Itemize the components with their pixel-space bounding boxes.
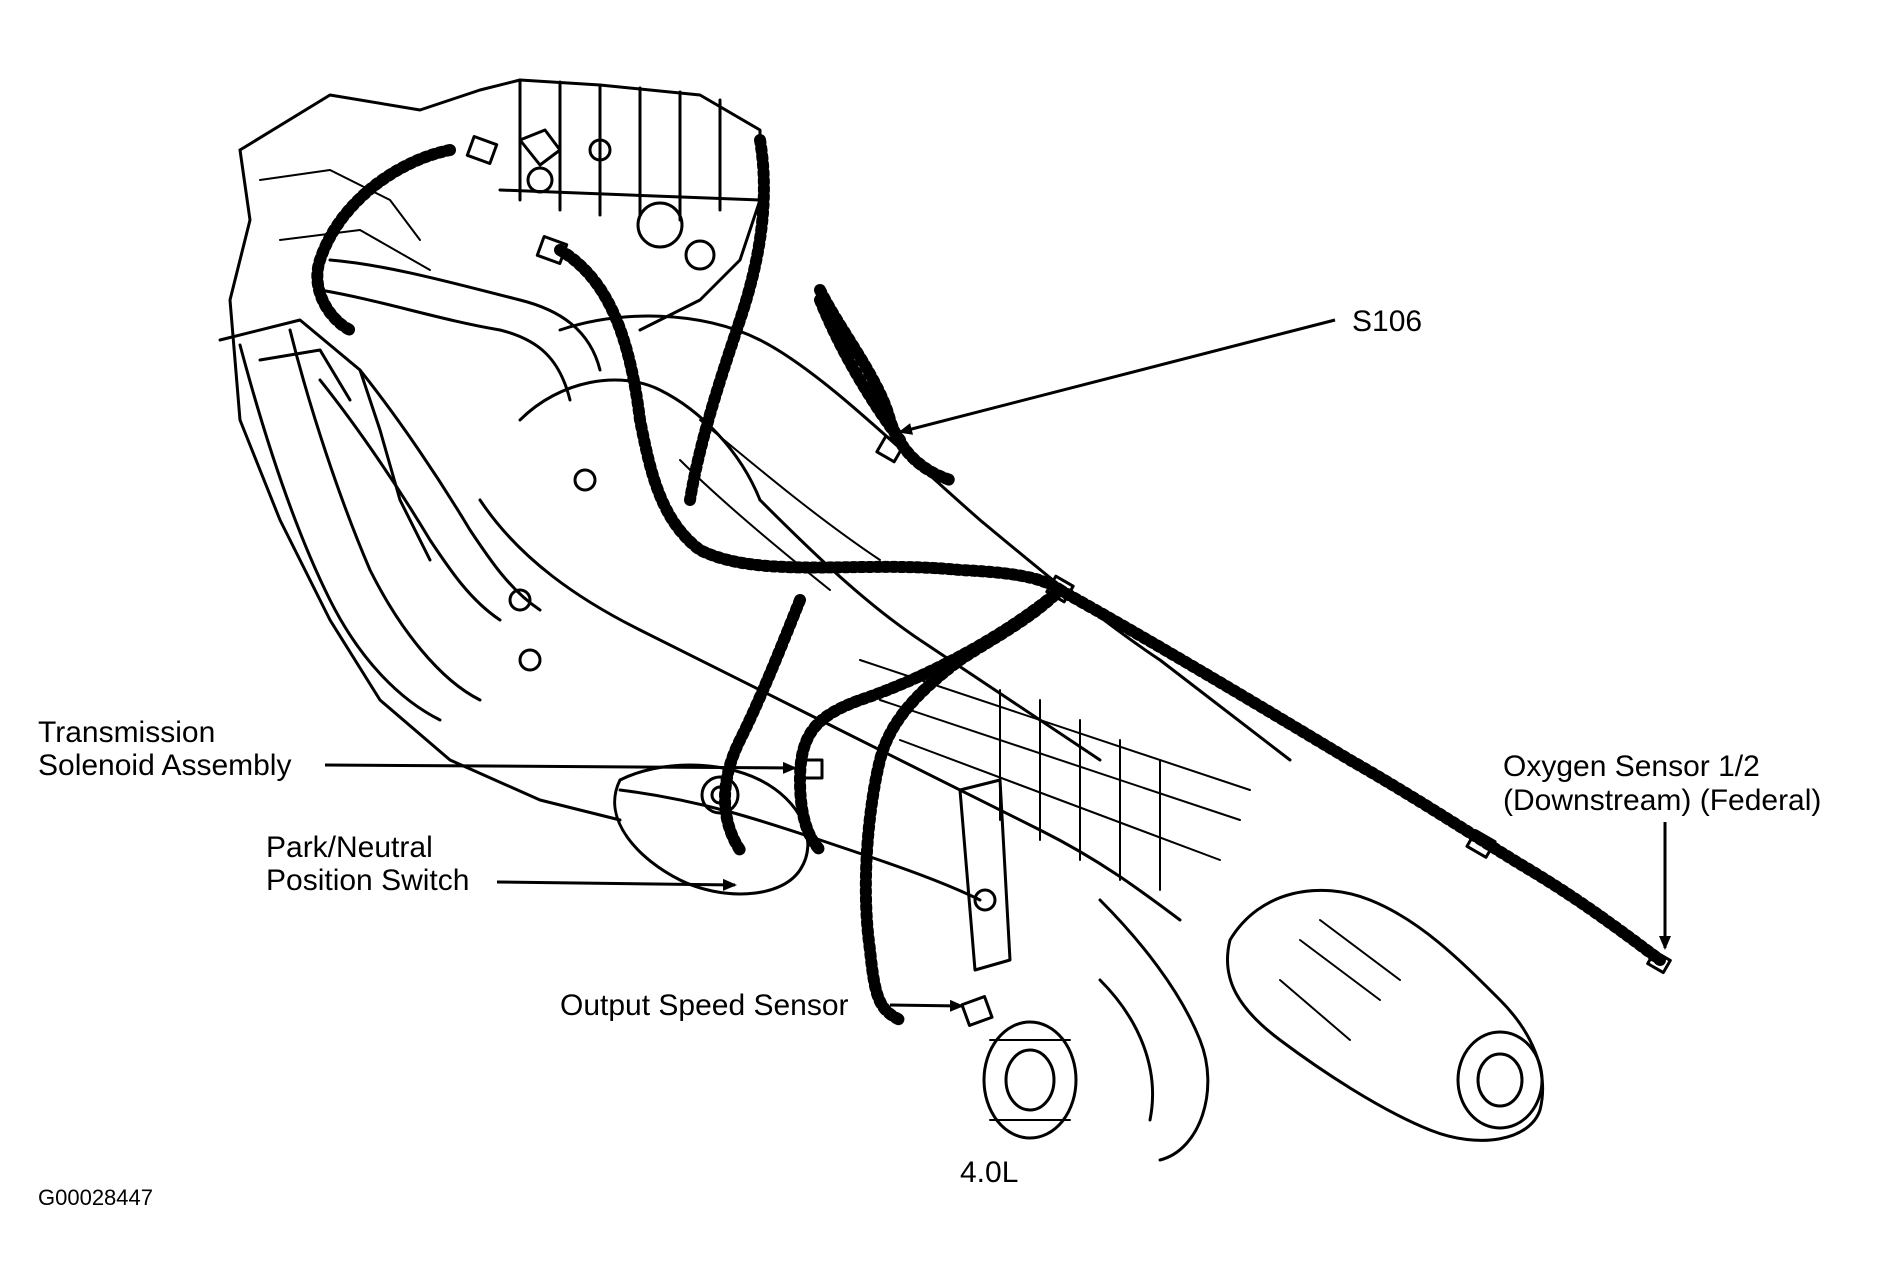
transfer-case [1098, 888, 1545, 1162]
label-park-line1: Park/Neutral [266, 831, 433, 864]
callout-output-speed: Output Speed Sensor [560, 989, 964, 1022]
harness-connectors [465, 134, 1672, 1027]
label-output-speed: Output Speed Sensor [560, 989, 849, 1022]
exhaust-pipes [238, 258, 602, 722]
label-transmission-line2: Solenoid Assembly [38, 749, 291, 782]
output-yoke [982, 1020, 1078, 1140]
callout-s106: S106 [898, 305, 1422, 435]
callout-park-neutral: Park/Neutral Position Switch [266, 831, 737, 897]
callout-oxygen-sensor: Oxygen Sensor 1/2 (Downstream) (Federal) [1503, 750, 1821, 950]
label-oxygen-line2: (Downstream) (Federal) [1503, 784, 1821, 817]
engine-block [218, 78, 762, 822]
engine-label: 4.0L [960, 1156, 1018, 1189]
label-s106: S106 [1352, 305, 1422, 338]
wiring-harness [311, 134, 1666, 1026]
label-park-line2: Position Switch [266, 864, 469, 897]
callout-transmission-solenoid: Transmission Solenoid Assembly [38, 716, 797, 782]
label-oxygen-line1: Oxygen Sensor 1/2 [1503, 750, 1760, 783]
figure-id: G00028447 [38, 1185, 153, 1210]
label-transmission-line1: Transmission [38, 716, 215, 749]
